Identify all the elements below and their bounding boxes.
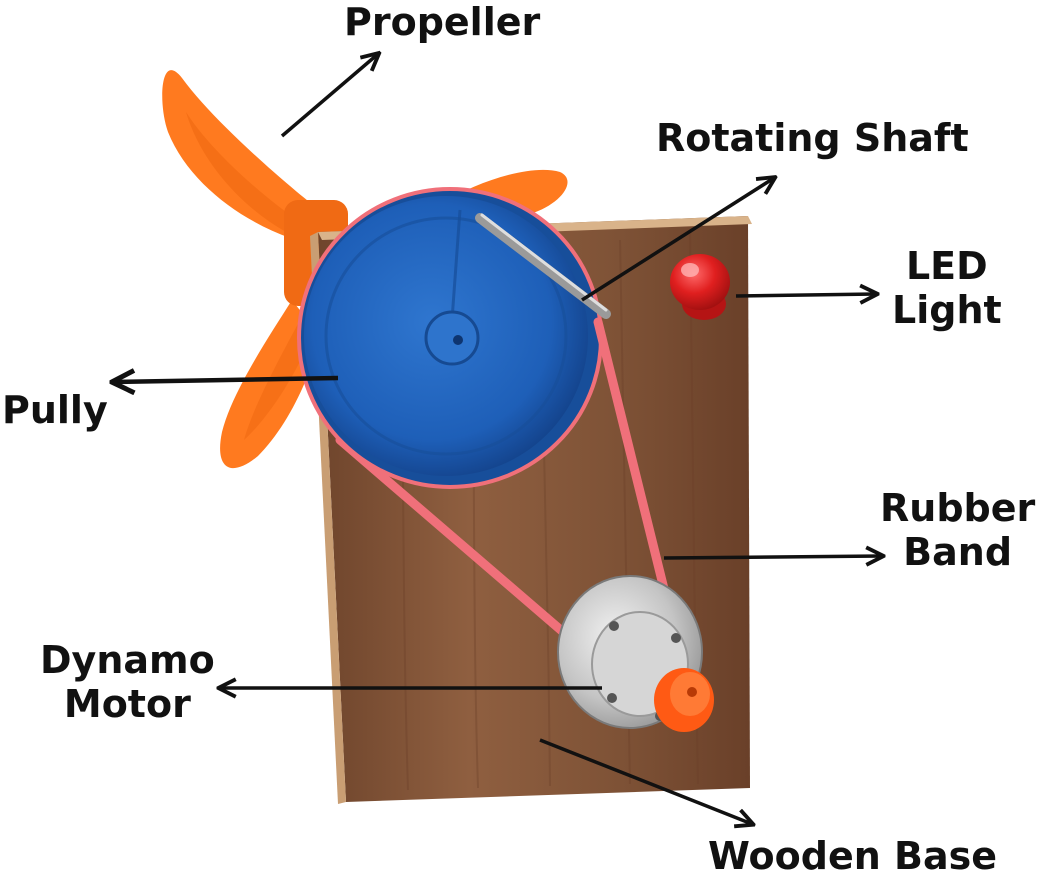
label-rubber-line1: Rubber xyxy=(880,486,1036,530)
motor-vent-1 xyxy=(609,621,619,631)
dynamo-motor xyxy=(557,575,714,732)
label-wooden-base: Wooden Base xyxy=(708,834,998,878)
arrow-rubber-band xyxy=(663,556,882,558)
label-rubber-line2: Band xyxy=(903,530,1013,574)
propeller-blade-top-shade xyxy=(186,112,300,232)
led-shine xyxy=(681,263,699,277)
propeller-blade-top xyxy=(162,70,322,238)
arrow-wooden-base xyxy=(539,738,752,824)
led-bulb xyxy=(670,254,730,310)
arrow-rotating-shaft xyxy=(581,178,774,302)
motor-vent-2 xyxy=(671,633,681,643)
label-pully: Pully xyxy=(2,388,108,432)
motor-vent-3 xyxy=(607,693,617,703)
label-led-line1: LED xyxy=(905,244,988,288)
label-led-light: LED Light xyxy=(892,244,1002,332)
pulley-spoke xyxy=(450,209,462,321)
shaft-highlight xyxy=(480,213,608,312)
propeller-blade-bottom xyxy=(220,300,320,469)
pulley-screw xyxy=(453,335,463,345)
arrows xyxy=(114,54,882,824)
label-dynamo-motor: Dynamo Motor xyxy=(40,638,215,726)
label-led-line2: Light xyxy=(892,288,1002,332)
arrow-propeller xyxy=(280,54,378,138)
label-propeller: Propeller xyxy=(344,0,541,44)
led xyxy=(670,254,730,320)
arrow-pully xyxy=(114,378,339,382)
label-dynamo-line2: Motor xyxy=(63,682,191,726)
label-rotating-shaft: Rotating Shaft xyxy=(656,116,969,160)
pulley-inner-ring xyxy=(324,216,568,456)
label-rubber-band: Rubber Band xyxy=(880,486,1035,574)
wood-grain xyxy=(399,231,699,791)
arrow-led xyxy=(735,294,876,296)
motor-gear xyxy=(654,668,714,732)
pulley-hub xyxy=(424,310,480,366)
label-dynamo-line1: Dynamo xyxy=(40,638,215,682)
pulley xyxy=(297,187,603,489)
